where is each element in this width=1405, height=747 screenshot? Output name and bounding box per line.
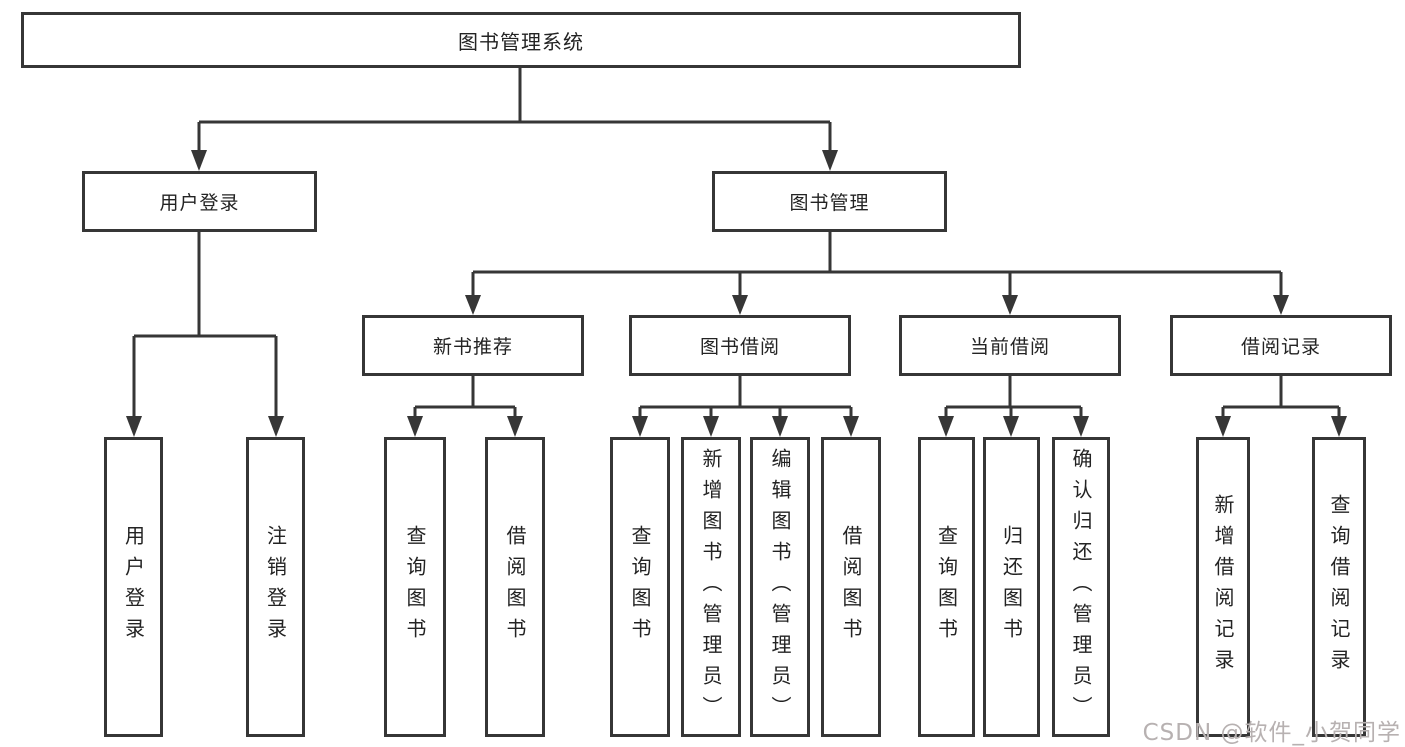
- leaf-user-login-label: 用户登录: [121, 525, 146, 649]
- node-new-book-recommend: 新书推荐: [362, 315, 584, 376]
- node-current-borrow: 当前借阅: [899, 315, 1121, 376]
- leaf-bb-query-books: 查询图书: [610, 437, 670, 737]
- node-book-management-label: 图书管理: [789, 192, 870, 214]
- node-book-borrow-label: 图书借阅: [699, 336, 780, 358]
- node-root: 图书管理系统: [21, 12, 1021, 68]
- leaf-br-add-record: 新增借阅记录: [1196, 437, 1250, 737]
- leaf-br-add-record-label: 新增借阅记录: [1211, 494, 1235, 680]
- leaf-cb-return-books: 归还图书: [983, 437, 1040, 737]
- leaf-bb-edit-books-admin: 编辑图书（管理员）: [750, 437, 810, 737]
- leaf-user-login: 用户登录: [104, 437, 163, 737]
- leaf-bb-edit-books-admin-label: 编辑图书（管理员）: [768, 447, 792, 727]
- leaf-cb-return-books-label: 归还图书: [999, 525, 1024, 649]
- csdn-watermark: CSDN @软件_小贺同学: [1142, 720, 1401, 746]
- node-borrow-records: 借阅记录: [1170, 315, 1392, 376]
- leaf-nb-query-books-label: 查询图书: [403, 525, 427, 649]
- leaf-nb-query-books: 查询图书: [384, 437, 446, 737]
- leaf-logout: 注销登录: [246, 437, 305, 737]
- leaf-bb-borrow-books-label: 借阅图书: [839, 525, 863, 649]
- node-book-management: 图书管理: [712, 171, 947, 232]
- node-current-borrow-label: 当前借阅: [969, 336, 1050, 358]
- node-borrow-records-label: 借阅记录: [1240, 336, 1321, 358]
- leaf-bb-add-books-admin-label: 新增图书（管理员）: [699, 447, 723, 727]
- leaf-br-query-record: 查询借阅记录: [1312, 437, 1366, 737]
- node-user-login: 用户登录: [82, 171, 317, 232]
- node-book-borrow: 图书借阅: [629, 315, 851, 376]
- leaf-cb-confirm-return-admin-label: 确认归还（管理员）: [1069, 447, 1093, 727]
- leaf-bb-borrow-books: 借阅图书: [821, 437, 881, 737]
- node-new-book-recommend-label: 新书推荐: [432, 336, 513, 358]
- leaf-cb-confirm-return-admin: 确认归还（管理员）: [1052, 437, 1110, 737]
- leaf-cb-query-books-label: 查询图书: [934, 525, 959, 649]
- leaf-bb-add-books-admin: 新增图书（管理员）: [681, 437, 741, 737]
- leaf-logout-label: 注销登录: [263, 525, 288, 649]
- leaf-nb-borrow-books: 借阅图书: [485, 437, 545, 737]
- leaf-bb-query-books-label: 查询图书: [628, 525, 652, 649]
- leaf-nb-borrow-books-label: 借阅图书: [503, 525, 527, 649]
- node-user-login-label: 用户登录: [159, 192, 240, 214]
- node-root-label: 图书管理系统: [458, 29, 584, 54]
- leaf-cb-query-books: 查询图书: [918, 437, 975, 737]
- leaf-br-query-record-label: 查询借阅记录: [1327, 494, 1351, 680]
